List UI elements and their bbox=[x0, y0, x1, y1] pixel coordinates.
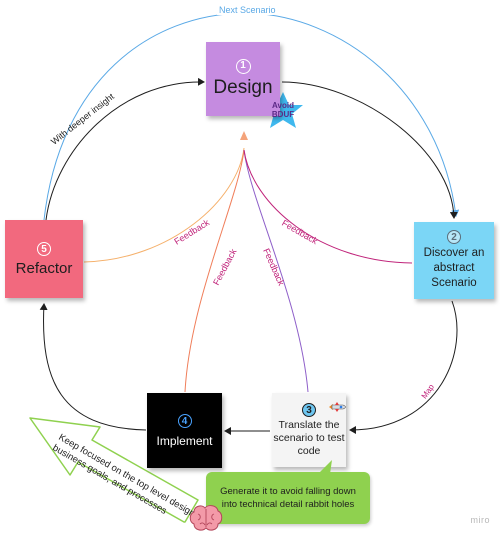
translate-note[interactable]: 3 Translate the scenario to test code bbox=[272, 393, 346, 467]
implement-to-refactor-arrow bbox=[39, 303, 147, 431]
map-arrow bbox=[349, 300, 458, 434]
callout-pointer bbox=[318, 460, 332, 474]
feedback-line-refactor bbox=[83, 147, 245, 263]
step-number-1: 1 bbox=[235, 59, 251, 74]
step-number-2: 2 bbox=[447, 230, 461, 244]
step-number-5: 5 bbox=[37, 241, 51, 256]
design-title: Design bbox=[213, 77, 273, 98]
miro-watermark: miro bbox=[470, 515, 490, 525]
discover-note[interactable]: 2 Discover an abstract Scenario bbox=[414, 222, 494, 299]
next-scenario-label: Next Scenario bbox=[217, 5, 278, 15]
rocket-icon bbox=[329, 402, 346, 412]
step-number-3: 3 bbox=[302, 402, 316, 417]
focus-arrow bbox=[29, 417, 199, 523]
callout-text: Generate it to avoid falling down into t… bbox=[220, 486, 356, 510]
feedback-line-discover bbox=[243, 149, 413, 264]
implement-title: Implement bbox=[156, 433, 213, 448]
design-to-discover-arrow bbox=[281, 81, 458, 219]
discover-title: Discover an abstract Scenario bbox=[423, 247, 485, 289]
feedback-arrowhead bbox=[240, 131, 248, 140]
star-shape bbox=[263, 92, 303, 128]
design-note[interactable]: 1 Design bbox=[206, 42, 280, 116]
avoid-bduf-label: Avoid BDUF bbox=[271, 101, 295, 119]
refactor-note[interactable]: 5 Refactor bbox=[5, 220, 83, 298]
refactor-title: Refactor bbox=[15, 259, 73, 277]
feedback-line-translate bbox=[243, 149, 309, 393]
translate-title: Translate the scenario to test code bbox=[273, 418, 345, 457]
callout-box[interactable]: Generate it to avoid falling down into t… bbox=[206, 472, 370, 524]
brain-icon bbox=[189, 505, 223, 531]
step-number-4: 4 bbox=[177, 413, 192, 428]
implement-note[interactable]: 4 Implement bbox=[147, 393, 222, 468]
feedback-line-implement bbox=[184, 149, 245, 393]
deeper-insight-arrow bbox=[45, 77, 205, 221]
